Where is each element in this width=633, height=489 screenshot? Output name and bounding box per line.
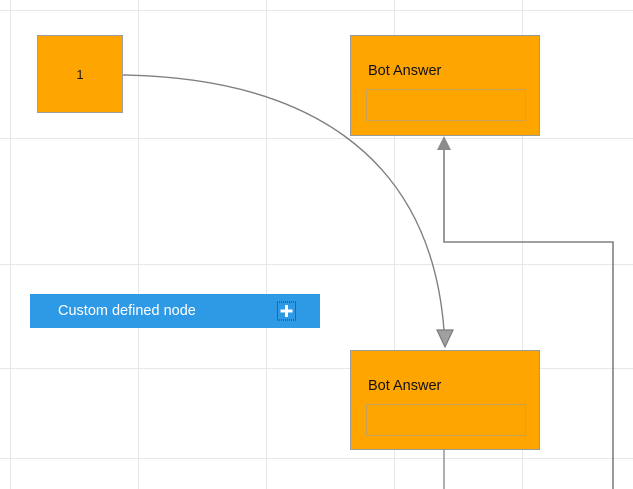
bot-answer-top-field[interactable] — [366, 89, 526, 121]
node-1-label: 1 — [76, 66, 84, 82]
grid-line-horizontal-4 — [0, 458, 633, 459]
grid-line-vertical-0 — [10, 0, 11, 489]
bot-answer-top-title: Bot Answer — [368, 63, 442, 79]
grid-line-horizontal-1 — [0, 138, 633, 139]
custom-defined-node-label: Custom defined node — [58, 302, 196, 319]
grid-line-vertical-3 — [394, 0, 395, 489]
grid-line-horizontal-3 — [0, 368, 633, 369]
plus-icon[interactable] — [277, 301, 296, 321]
bot-answer-node-top[interactable]: Bot Answer — [350, 35, 540, 136]
grid-line-horizontal-0 — [0, 10, 633, 11]
grid-line-vertical-1 — [138, 0, 139, 489]
node-1[interactable]: 1 — [37, 35, 123, 113]
grid-line-horizontal-2 — [0, 264, 633, 265]
grid-line-vertical-2 — [266, 0, 267, 489]
bot-answer-node-bottom[interactable]: Bot Answer — [350, 350, 540, 450]
bot-answer-bottom-field[interactable] — [366, 404, 526, 436]
bot-answer-bottom-title: Bot Answer — [368, 378, 442, 394]
grid-line-vertical-4 — [522, 0, 523, 489]
custom-defined-node-item[interactable]: Custom defined node — [30, 294, 320, 328]
